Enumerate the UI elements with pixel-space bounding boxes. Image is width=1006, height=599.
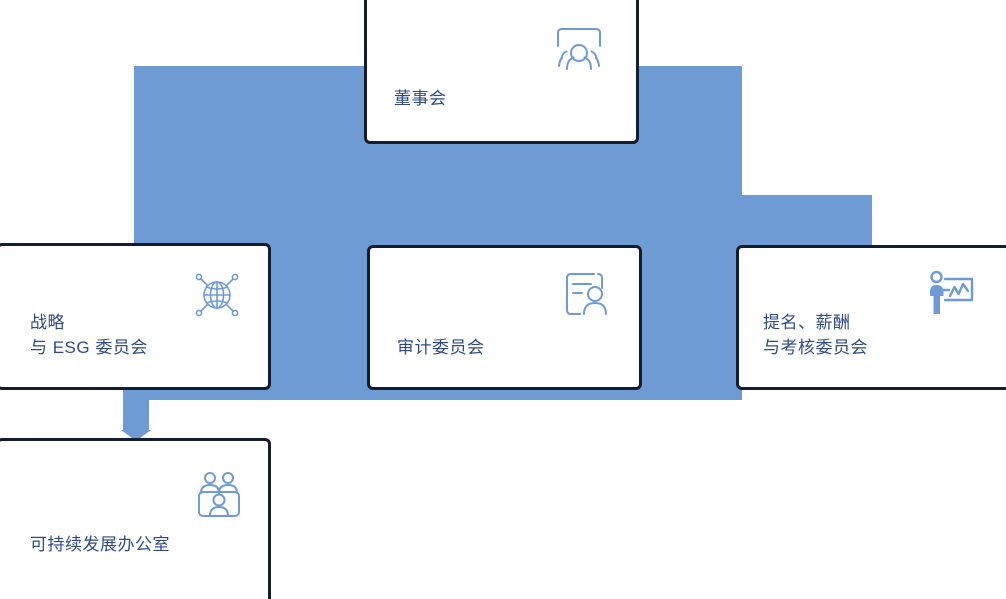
- node-card-board[interactable]: [364, 0, 639, 144]
- node-card-audit[interactable]: [367, 245, 642, 390]
- node-card-nomination[interactable]: [736, 245, 1006, 390]
- connector-stub-sustainability: [123, 386, 149, 430]
- connector-main-path: [134, 66, 872, 400]
- connector-arrow-icon: [121, 430, 151, 441]
- node-card-sustainability[interactable]: [0, 438, 271, 599]
- node-card-strategy[interactable]: [0, 243, 271, 390]
